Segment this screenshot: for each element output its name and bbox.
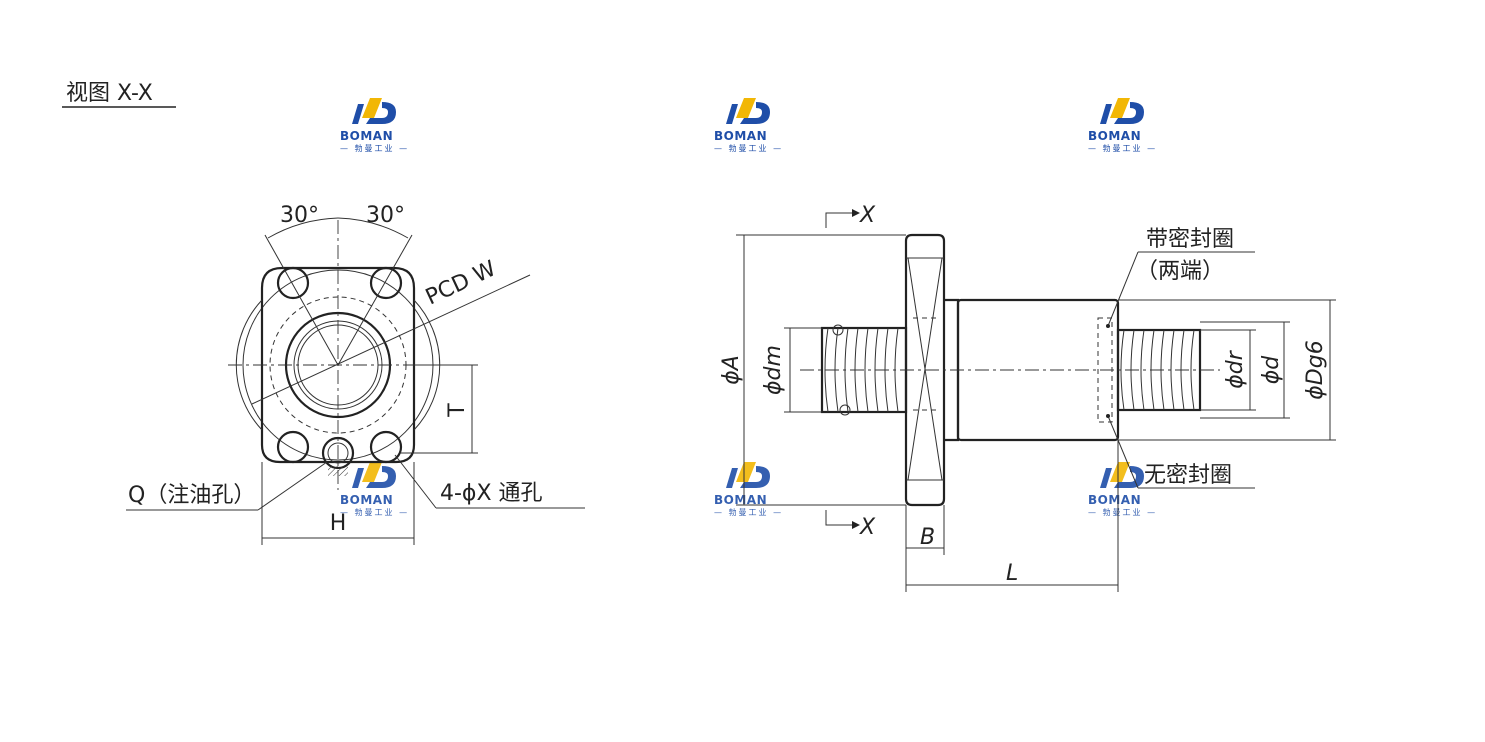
svg-text:BOMAN: BOMAN <box>340 493 393 507</box>
seal-both-sub-label: （两端） <box>1136 259 1224 284</box>
t-dimension-label: T <box>445 403 470 418</box>
svg-text:— 勃曼工业 —: — 勃曼工业 — <box>340 143 409 153</box>
h-dimension-label: H <box>330 511 347 536</box>
watermark-logo: BOMAN — 勃曼工业 — <box>340 98 409 153</box>
angle-right-label: 30° <box>366 203 405 228</box>
dia-dm-label: ϕdm <box>761 345 786 395</box>
watermark-logo: BOMAN — 勃曼工业 — <box>714 98 783 153</box>
section-mark-top: X <box>859 203 876 228</box>
through-hole-label: 4-ϕX 通孔 <box>440 481 543 506</box>
svg-text:BOMAN: BOMAN <box>714 129 767 143</box>
bolt-hole <box>276 430 310 464</box>
b-dimension-label: B <box>920 525 935 550</box>
dia-a-label: ϕA <box>719 355 744 385</box>
svg-text:BOMAN: BOMAN <box>340 129 393 143</box>
angle-left-label: 30° <box>280 203 319 228</box>
bolt-hole <box>369 430 403 464</box>
watermark-logo: BOMAN — 勃曼工业 — <box>1088 462 1157 517</box>
dia-d-label: ϕd <box>1259 355 1284 385</box>
watermark-logo: BOMAN — 勃曼工业 — <box>1088 98 1157 153</box>
watermark-logo: BOMAN — 勃曼工业 — <box>714 462 783 517</box>
svg-text:— 勃曼工业 —: — 勃曼工业 — <box>714 507 783 517</box>
svg-text:BOMAN: BOMAN <box>1088 129 1141 143</box>
l-dimension-label: L <box>1006 561 1018 586</box>
dia-dg6-label: ϕDg6 <box>1303 340 1328 399</box>
bolt-hole <box>369 266 403 300</box>
side-view: X X <box>719 203 1336 592</box>
front-view: 30° 30° PCD W T H Q（注油孔） 4-ϕX 通孔 <box>126 203 585 545</box>
no-seal-label: 无密封圈 <box>1144 463 1232 488</box>
svg-text:— 勃曼工业 —: — 勃曼工业 — <box>714 143 783 153</box>
pcd-label: PCD W <box>422 256 500 310</box>
view-title: 视图 X-X <box>66 81 153 106</box>
svg-text:BOMAN: BOMAN <box>1088 493 1141 507</box>
svg-text:— 勃曼工业 —: — 勃曼工业 — <box>340 507 409 517</box>
seal-both-label: 带密封圈 <box>1146 227 1234 252</box>
dia-dr-label: ϕdr <box>1223 349 1248 388</box>
section-mark-bottom: X <box>859 515 876 540</box>
svg-text:BOMAN: BOMAN <box>714 493 767 507</box>
bolt-hole <box>276 266 310 300</box>
watermark-logo: BOMAN — 勃曼工业 — <box>340 462 409 517</box>
svg-text:— 勃曼工业 —: — 勃曼工业 — <box>1088 143 1157 153</box>
oil-hole-label: Q（注油孔） <box>128 483 255 508</box>
svg-text:— 勃曼工业 —: — 勃曼工业 — <box>1088 507 1157 517</box>
